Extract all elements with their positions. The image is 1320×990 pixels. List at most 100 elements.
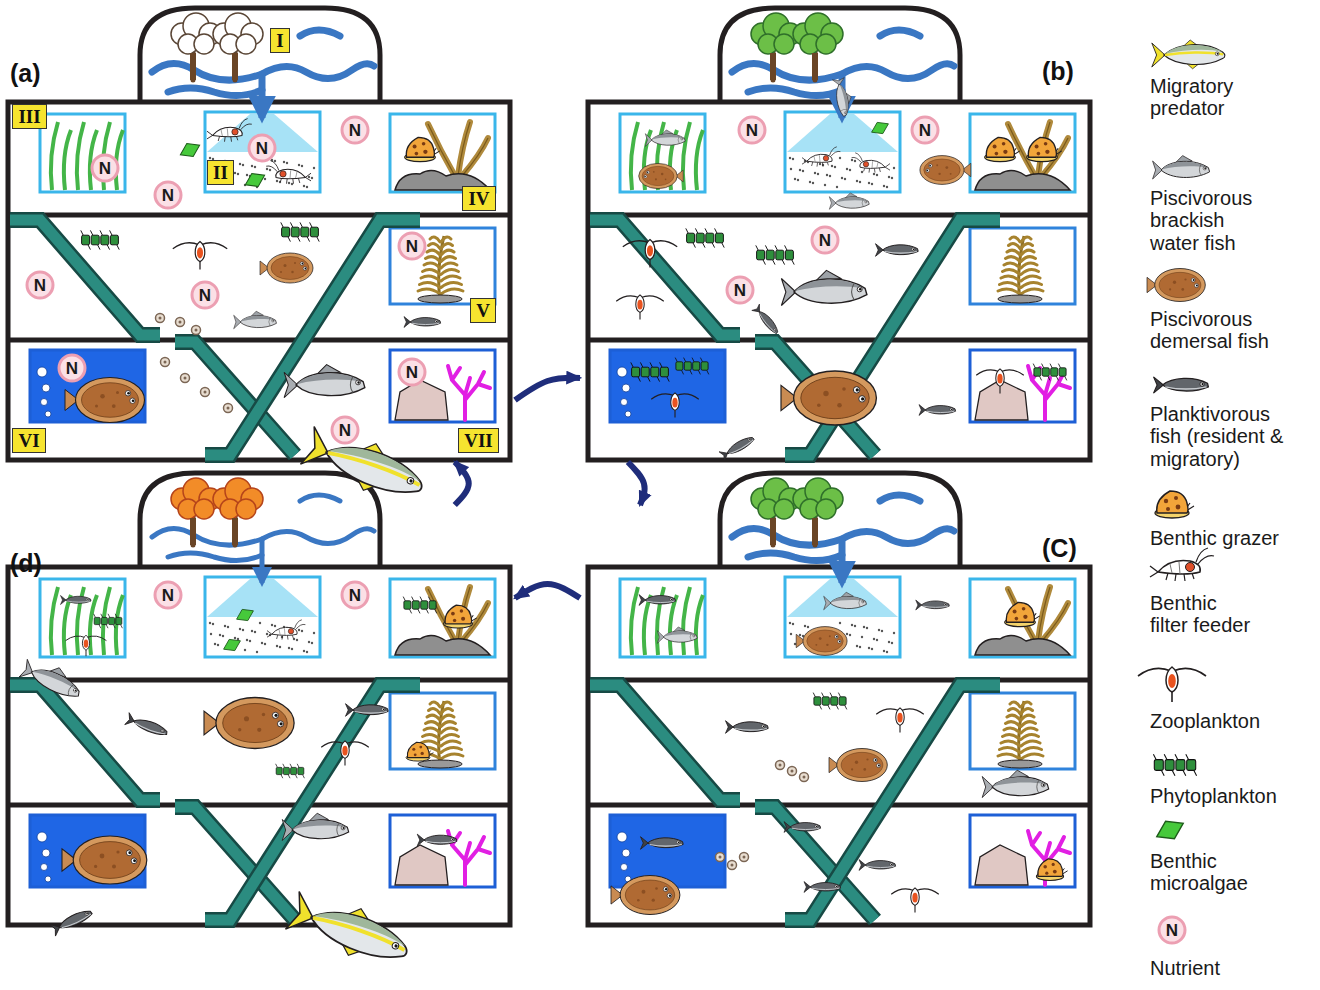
nutrient-disc	[92, 155, 118, 181]
seagrass-blade	[631, 587, 638, 655]
phytoplankton-spine	[838, 693, 846, 710]
sargassum-branch	[1000, 748, 1042, 753]
fish-body	[296, 373, 365, 396]
sargassum-branch	[423, 735, 459, 740]
fish-pupil	[132, 399, 135, 402]
phytoplankton-cell	[291, 227, 299, 237]
sand-grain	[851, 159, 853, 161]
tree	[751, 478, 801, 545]
fish-eye	[126, 850, 132, 856]
sargassum-branch	[1001, 741, 1040, 746]
panel-illustration	[588, 8, 1090, 461]
phytoplankton-spine	[290, 222, 300, 241]
tree-crown	[236, 499, 256, 519]
gill-line	[678, 136, 679, 144]
phytoplankton-cell	[651, 367, 659, 377]
brackish-fish	[645, 130, 685, 146]
shell-spot	[453, 619, 456, 622]
seagrass-blade	[51, 122, 58, 190]
nutrient-label: N	[332, 417, 358, 443]
sargassum-branch	[423, 270, 459, 275]
phytoplankton-spine	[297, 764, 304, 778]
fish-pupil	[678, 841, 680, 843]
sand-grain	[313, 167, 315, 169]
shell-spot	[419, 746, 422, 749]
fish-belly	[812, 888, 840, 889]
benthic-microalgae	[237, 609, 254, 620]
river-channel	[842, 529, 954, 544]
sand-grain	[834, 166, 836, 168]
sand-grain	[866, 627, 868, 629]
building-frame	[588, 567, 1090, 925]
egg	[728, 861, 737, 870]
demersal-fish	[920, 156, 971, 185]
sand-grain	[792, 623, 794, 625]
nutrient-label: N	[155, 582, 181, 608]
fish-eye	[929, 164, 932, 167]
zone-number: VI	[18, 431, 39, 450]
sargassum-branch	[1001, 276, 1040, 281]
fish-eye	[1215, 52, 1219, 56]
zone-number-box: VI	[12, 428, 46, 453]
planktivorous-fish	[804, 882, 841, 893]
sand-grain	[306, 651, 308, 653]
phytoplankton-spine	[756, 245, 766, 264]
zooplankton-body	[896, 708, 904, 726]
grazer-shell	[1006, 602, 1034, 622]
phytoplankton-cell	[1051, 368, 1058, 376]
brackish-fish	[284, 365, 365, 398]
fish-fin	[267, 253, 313, 283]
river-channel	[152, 63, 262, 80]
sand-grain	[873, 173, 875, 175]
nutrient-label: N	[739, 117, 765, 143]
sand-grain	[871, 183, 873, 185]
river-channel	[262, 64, 374, 79]
egg	[156, 314, 165, 323]
fish-spot	[655, 887, 658, 890]
shell-spot	[1045, 872, 1048, 875]
phytoplankton-cell	[404, 601, 411, 609]
nutrient-disc	[249, 135, 275, 161]
sand-grain	[303, 650, 305, 652]
fish-body	[835, 197, 869, 208]
sand-grain	[807, 626, 809, 628]
fish-spot	[826, 644, 828, 646]
fish-belly	[355, 711, 387, 713]
nutrient-disc	[399, 359, 425, 385]
legend-label: Benthic microalgae	[1150, 850, 1270, 895]
sand-grain	[891, 642, 893, 644]
brackish-fish	[982, 770, 1048, 797]
phytoplankton-spine	[403, 597, 411, 614]
sargassum-branch	[1007, 715, 1034, 720]
benthic-microalgae	[1157, 821, 1183, 839]
shell-spot	[1174, 496, 1178, 500]
zone-number: I	[276, 31, 283, 50]
shell-spot	[1052, 863, 1055, 866]
nutrient-disc	[812, 227, 838, 253]
nutrient-label: N	[92, 155, 118, 181]
fish-eye	[835, 635, 838, 638]
sand-grain	[303, 185, 305, 187]
phytoplankton-spine	[1153, 754, 1164, 776]
sargassum-branch	[429, 709, 453, 714]
river-plume	[787, 579, 898, 617]
gill-line	[862, 199, 863, 207]
phytoplankton-cell	[687, 233, 695, 243]
gill-line	[1199, 164, 1201, 175]
fish-body	[807, 630, 843, 652]
egg-core	[204, 391, 207, 394]
feeder-eye	[863, 162, 868, 167]
nutrient-label: N	[727, 277, 753, 303]
fish-spot	[819, 637, 822, 640]
feeder-eye	[232, 129, 238, 135]
nutrient-disc	[1159, 917, 1185, 943]
shell-spot	[1166, 507, 1170, 511]
fish-stripe	[1165, 52, 1223, 55]
sargassum-branch	[1004, 263, 1037, 268]
phytoplankton-spine	[412, 597, 420, 614]
tree-crown	[236, 34, 256, 54]
sand-grain	[814, 172, 816, 174]
passage	[205, 685, 420, 920]
sargassum-branch	[1010, 702, 1031, 707]
seagrass-blade	[64, 130, 71, 190]
